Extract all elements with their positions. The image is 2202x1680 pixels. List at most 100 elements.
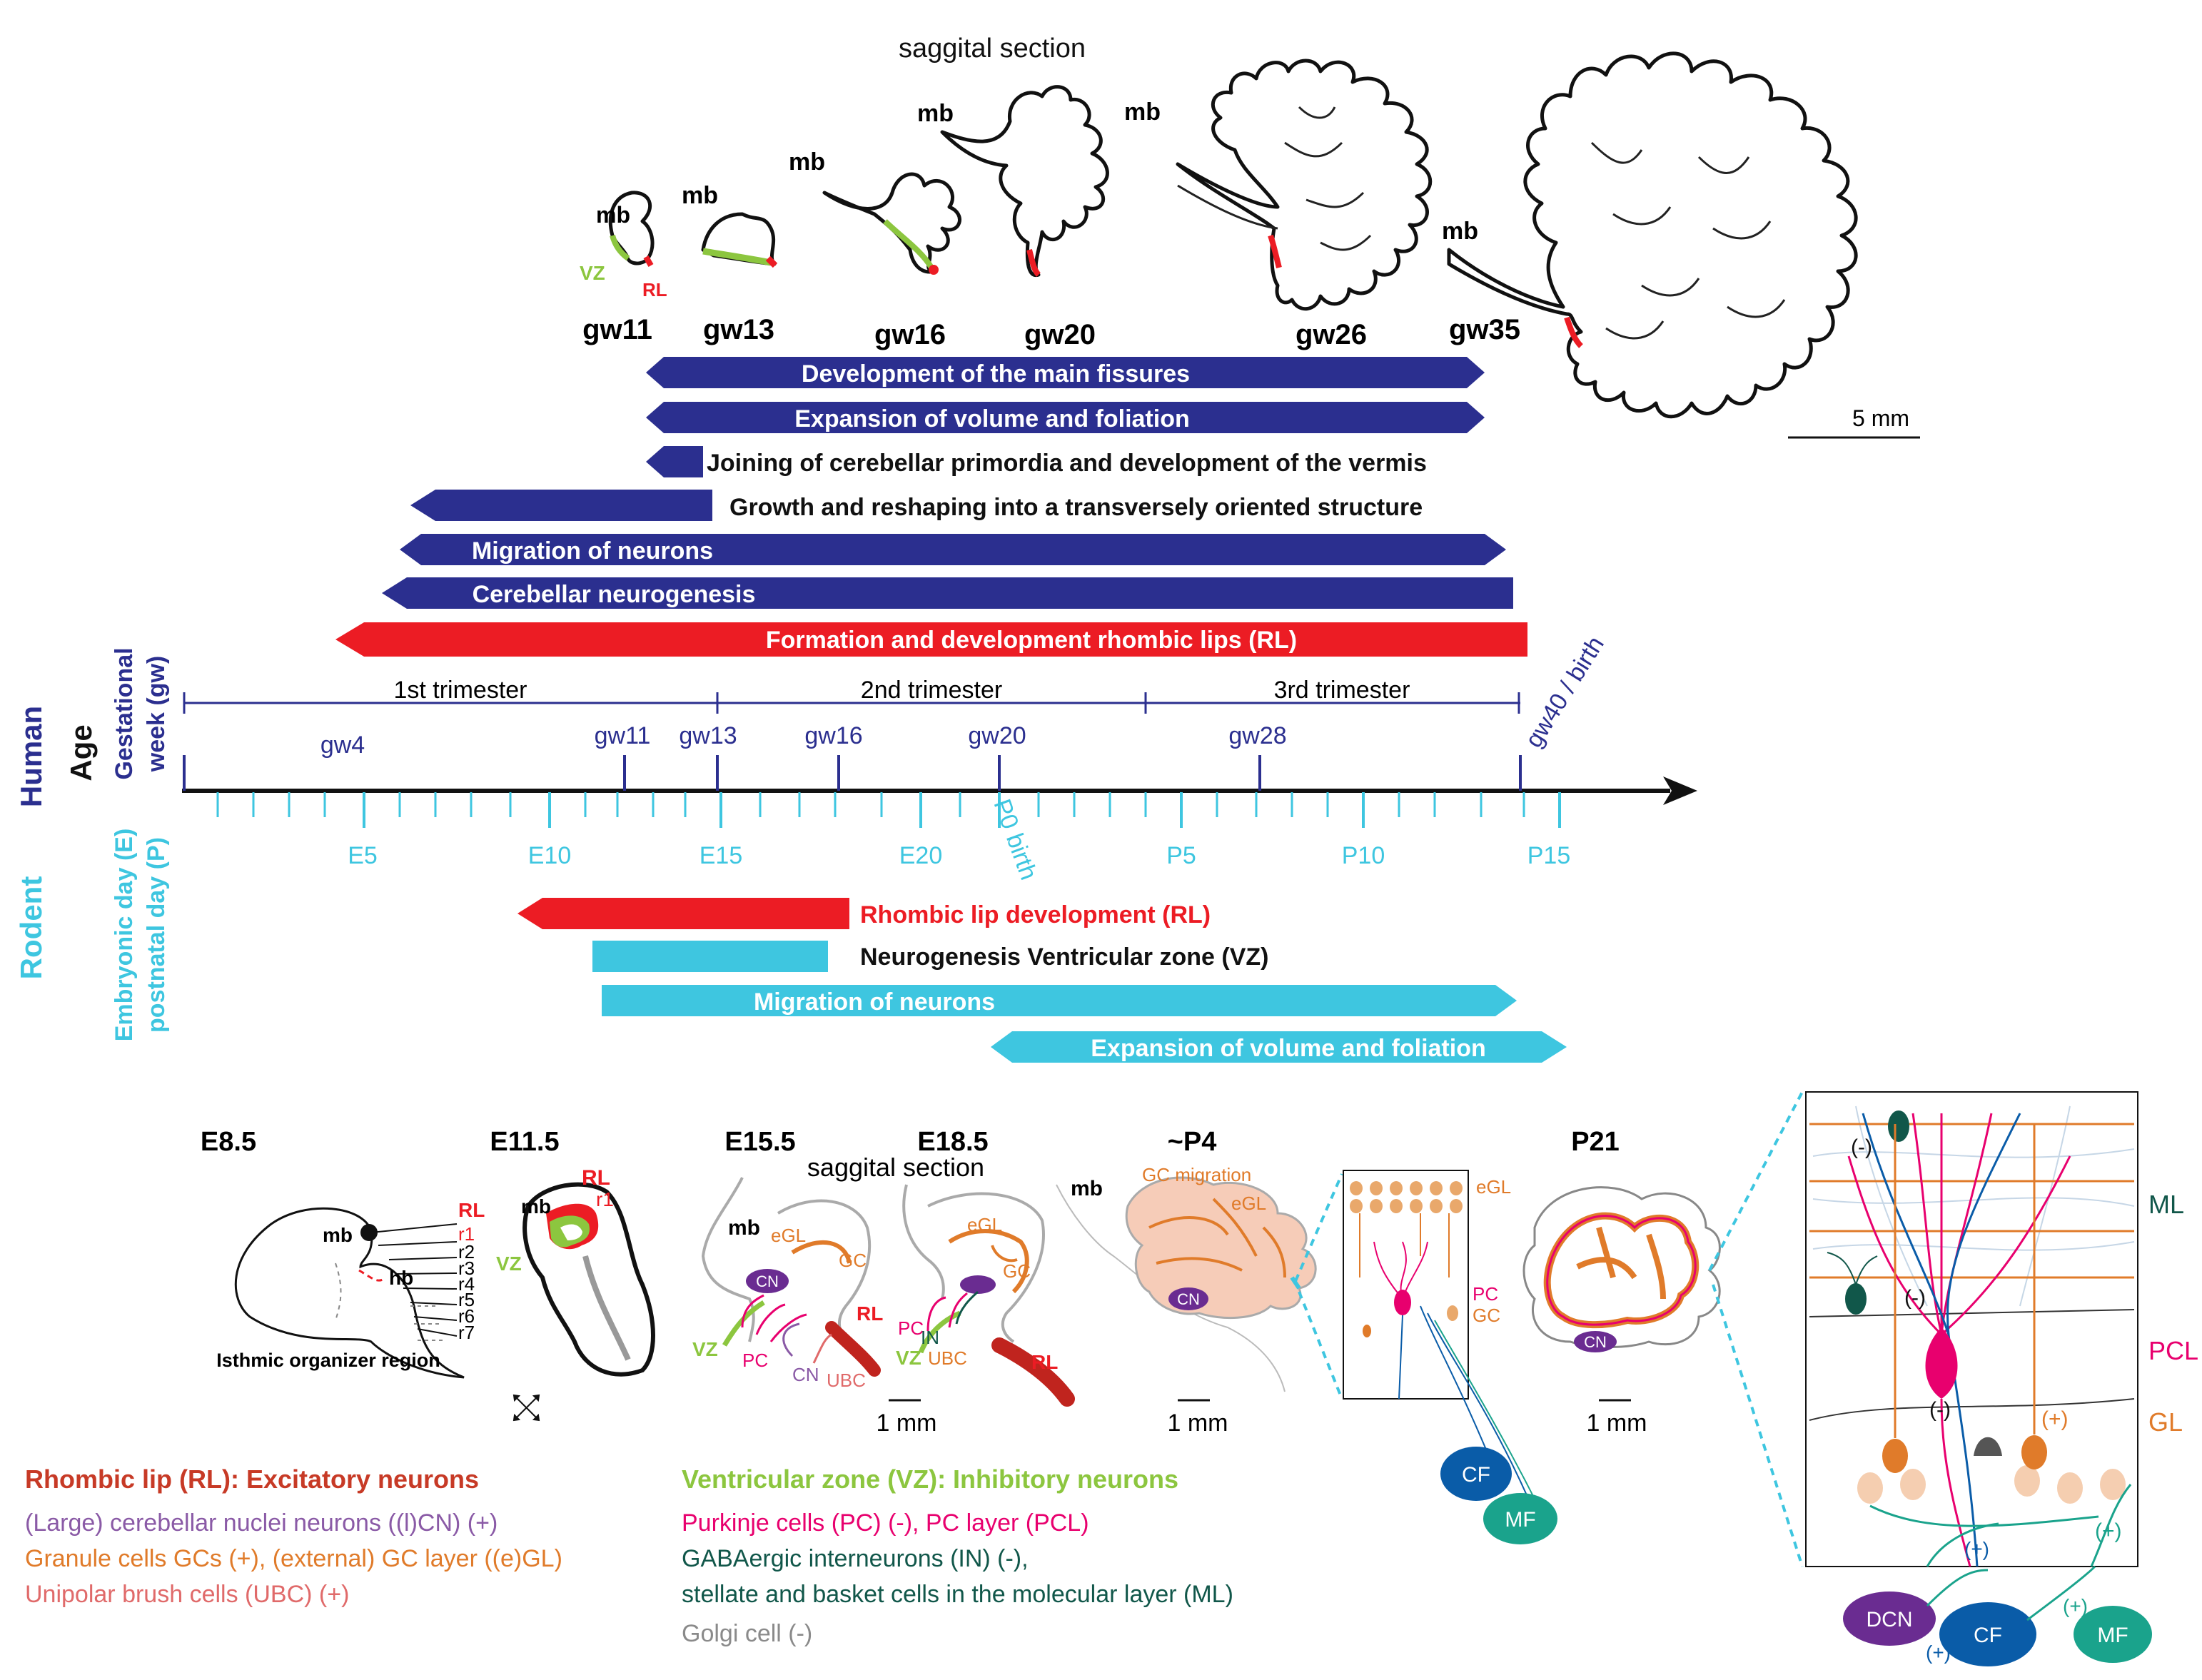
embryo-e8-5 <box>234 1207 465 1379</box>
dcn-ellipse <box>1843 1592 1936 1646</box>
zoom-plus-mf: (+) <box>2095 1519 2122 1543</box>
gw-tick-gw4: gw4 <box>320 732 365 759</box>
stage-e18-5: E18.5 <box>917 1127 988 1157</box>
stage-p4: ~P4 <box>1168 1127 1217 1157</box>
layer-pcl: PCL <box>2148 1336 2198 1365</box>
embryo-e18-5 <box>902 1184 1075 1407</box>
bar-growth <box>410 490 712 521</box>
layer-gl: GL <box>2148 1407 2183 1437</box>
ml-pcl-boundary <box>1809 1309 2135 1317</box>
p4-mb-label: mb <box>1071 1177 1103 1200</box>
section-gw20 <box>940 85 1109 278</box>
mf-ellipse <box>2074 1606 2152 1663</box>
e15-5-mb-label: mb <box>728 1216 760 1240</box>
stage-gw20: gw20 <box>1024 319 1096 350</box>
legend: Rhombic lip (RL): Excitatory neurons (La… <box>25 1464 1233 1647</box>
p4-mf-label: MF <box>1505 1508 1535 1532</box>
isthmic-organizer-label: Isthmic organizer region <box>216 1350 440 1371</box>
e18-5-egl-label: eGL <box>967 1214 1002 1235</box>
cf-label: CF <box>1974 1624 2002 1647</box>
zoom-minus-1: (-) <box>1851 1135 1872 1159</box>
age-label: Age <box>64 724 98 781</box>
e15-5-ubc-label: UBC <box>827 1370 866 1391</box>
embryo-e11-5 <box>512 1182 655 1422</box>
rodent-bars: Rhombic lip development (RL) Neurogenesi… <box>517 898 1567 1063</box>
e8-5-hb-label: hb <box>389 1267 413 1289</box>
embryo-e15-5 <box>701 1177 881 1377</box>
e11-5-rl-label: RL <box>582 1166 610 1190</box>
rodent-p0-birth: P0 birth <box>988 796 1042 884</box>
gw20-mb-label: mb <box>917 100 954 127</box>
bar-expansion-human <box>646 402 1485 433</box>
gw20-mb2-label: mb <box>1124 98 1161 126</box>
human-sagittal-sections: saggital section mb VZ RL mb mb mb <box>580 34 1920 439</box>
dcn-label: DCN <box>1867 1608 1913 1631</box>
gestational-line2: week (gw) <box>143 656 170 772</box>
p4-cf-label: CF <box>1462 1463 1490 1487</box>
p4-zoom-line-bottom <box>1298 1291 1343 1400</box>
p4-scale-label: 1 mm <box>1168 1410 1228 1437</box>
gw-tick-gw16: gw16 <box>804 722 862 749</box>
rhombomere-r1: r1 <box>458 1223 475 1245</box>
zoom-plus-gc: (+) <box>2041 1407 2069 1431</box>
p4-zoom-pc-label: PC <box>1473 1283 1498 1305</box>
p21-zoom-line-bottom <box>1712 1284 1804 1567</box>
p4-mf-ellipse <box>1483 1493 1557 1544</box>
e15-5-gc-label: GC <box>839 1250 867 1271</box>
gw11-vz-label: VZ <box>580 262 605 284</box>
stage-e15-5: E15.5 <box>724 1127 795 1157</box>
rodent-stages: E8.5 E11.5 E15.5 E18.5 ~P4 P21 saggital … <box>201 1091 2198 1666</box>
legend-vz-item-golgi: Golgi cell (-) <box>682 1620 812 1647</box>
e8-5-mb-label: mb <box>323 1224 353 1246</box>
e11-5-vz-label: VZ <box>496 1253 522 1275</box>
p4-zoom-gc-label: GC <box>1473 1305 1500 1326</box>
e18-5-ubc-label: UBC <box>928 1347 967 1369</box>
mf-label: MF <box>2097 1624 2128 1647</box>
p4-zoom-line-top <box>1294 1173 1343 1282</box>
human-label: Human <box>14 706 48 807</box>
cerebellum-p4 <box>1056 1176 1317 1392</box>
p21-cn-label: CN <box>1584 1333 1607 1351</box>
p21-zoom-circuit <box>1805 1091 2138 1567</box>
rodent-tick-e20: E20 <box>899 842 943 869</box>
rhombomere-r3: r3 <box>458 1258 475 1279</box>
rodent-tick-p10: P10 <box>1342 842 1385 869</box>
bar-rhombic-lip-rodent-label: Rhombic lip development (RL) <box>860 901 1211 928</box>
cerebellum-p21 <box>1522 1186 1721 1352</box>
legend-rl-title: Rhombic lip (RL): Excitatory neurons <box>25 1464 479 1494</box>
rodent-tick-p5: P5 <box>1166 842 1196 869</box>
bar-migration-rodent <box>602 985 1517 1016</box>
legend-rl-item-ubc: Unipolar brush cells (UBC) (+) <box>25 1581 349 1608</box>
e15-5-vz-label: VZ <box>692 1338 718 1360</box>
bar-neurogenesis-human <box>382 577 1513 609</box>
gw13-mb-label: mb <box>682 182 718 209</box>
e18-5-pc-label: PC <box>898 1317 924 1339</box>
bar-migration-human-label: Migration of neurons <box>472 537 713 565</box>
gw-tick-gw11: gw11 <box>595 722 651 749</box>
rhombomere-r7: r7 <box>458 1322 475 1343</box>
gestational-line1: Gestational <box>111 647 138 779</box>
e18-5-scale-label: 1 mm <box>877 1410 937 1437</box>
e18-5-rl-label: RL <box>1031 1351 1058 1373</box>
age-axis-arrowhead <box>1663 776 1697 805</box>
rhombomere-rl: RL <box>458 1199 485 1221</box>
zoom-minus-2: (-) <box>1904 1286 1926 1310</box>
bar-joining-label: Joining of cerebellar primordia and deve… <box>707 450 1427 477</box>
bar-main-fissures <box>646 357 1485 388</box>
rhombomere-r5: r5 <box>458 1289 475 1310</box>
legend-vz-item-in: GABAergic interneurons (IN) (-), <box>682 1545 1029 1572</box>
gw-tick-gw20: gw20 <box>968 722 1026 749</box>
trimester-2: 2nd trimester <box>861 677 1002 704</box>
stage-gw13: gw13 <box>703 314 774 345</box>
e15-5-egl-label: eGL <box>771 1225 806 1246</box>
bar-migration-rodent-label: Migration of neurons <box>754 988 995 1016</box>
legend-rl-item-cn: (Large) cerebellar nuclei neurons ((l)CN… <box>25 1509 498 1537</box>
bar-joining <box>646 446 703 477</box>
zoom-minus-3: (-) <box>1929 1398 1951 1422</box>
bottom-section-title: saggital section <box>807 1153 984 1182</box>
rodent-tick-e15: E15 <box>700 842 743 869</box>
bar-neurogenesis-rodent-label: Neurogenesis Ventricular zone (VZ) <box>860 943 1268 971</box>
bar-expansion-human-label: Expansion of volume and foliation <box>794 405 1189 432</box>
stage-gw26: gw26 <box>1296 319 1367 350</box>
e15-5-pc-label: PC <box>742 1350 768 1371</box>
